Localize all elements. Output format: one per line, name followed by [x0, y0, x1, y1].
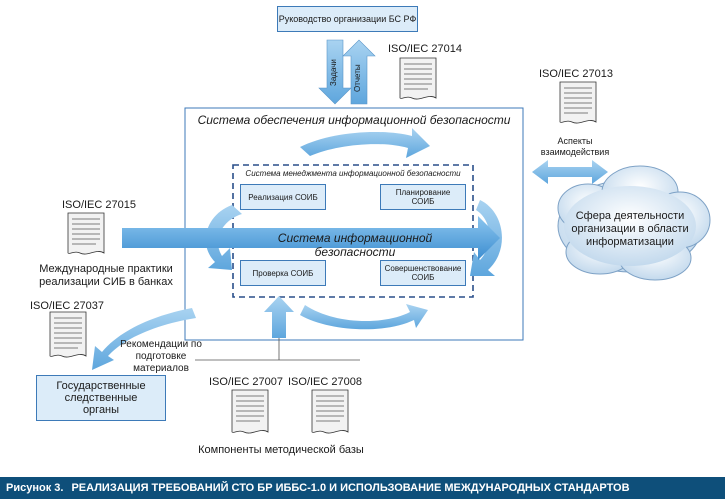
gov-bodies-box: Государственные следственные органы — [36, 375, 166, 421]
interaction-arrow — [532, 160, 608, 184]
std-27037-label: ISO/IEC 27037 — [30, 300, 104, 312]
caption-text: РЕАЛИЗАЦИЯ ТРЕБОВАНИЙ СТО БР ИББС-1.0 И … — [71, 482, 630, 494]
improve-label: Совершенствование СОИБ — [384, 264, 462, 282]
cloud-label: Сфера деятельности организации в области… — [571, 210, 689, 248]
doc-icon-27008 — [311, 389, 349, 434]
core-arrow — [122, 216, 500, 260]
check-label: Проверка СОИБ — [252, 268, 314, 278]
outer-system-title: Система обеспечения информационной безоп… — [197, 113, 511, 127]
realize-label: Реализация СОИБ — [248, 192, 318, 202]
std-27014-label: ISO/IEC 27014 — [388, 43, 462, 55]
reports-arrow — [342, 39, 376, 105]
mgmt-system-title: Система менеджмента информационной безоп… — [245, 169, 461, 178]
caption-number: Рисунок 3. — [6, 482, 64, 494]
reports-label: Отчеты — [353, 64, 362, 92]
std-27013-label: ISO/IEC 27013 — [539, 68, 613, 80]
std-27015-label: ISO/IEC 27015 — [62, 199, 136, 211]
intl-practices-label: Международные практики реализации СИБ в … — [39, 263, 173, 288]
std-27008-label: ISO/IEC 27008 — [288, 376, 362, 388]
outer-system-frame — [184, 107, 524, 341]
cycle-arrow-bottom — [300, 304, 428, 330]
tasks-label: Задачи — [329, 59, 338, 86]
gov-bodies-label: Государственные следственные органы — [56, 380, 146, 416]
cycle-arrow-right — [470, 200, 502, 276]
plan-box: Планирование СОИБ — [380, 184, 466, 210]
doc-icon-27007 — [231, 389, 269, 434]
improve-box: Совершенствование СОИБ — [380, 260, 466, 286]
plan-label: Планирование СОИБ — [395, 188, 451, 206]
doc-lines — [54, 63, 592, 422]
std-27007-label: ISO/IEC 27007 — [209, 376, 283, 388]
top-management-label: Руководство организации БС РФ — [278, 14, 417, 24]
figure-caption: Рисунок 3. РЕАЛИЗАЦИЯ ТРЕБОВАНИЙ СТО БР … — [0, 477, 725, 499]
check-box: Проверка СОИБ — [240, 260, 326, 286]
cycle-arrow-left — [205, 205, 242, 270]
recommendation-arrow — [92, 308, 196, 370]
aspects-label: Аспекты взаимодействия — [540, 136, 610, 157]
top-management-box: Руководство организации БС РФ — [277, 6, 418, 32]
recommendations-label: Рекомендации по подготовке материалов — [120, 339, 202, 374]
cycle-arrow-top — [300, 128, 430, 158]
cloud-shape — [557, 165, 711, 281]
components-label: Компоненты методической базы — [198, 444, 364, 456]
core-arrow-label: Система информационной безопасности — [277, 231, 433, 259]
methodology-arrow — [264, 296, 294, 338]
realize-box: Реализация СОИБ — [240, 184, 326, 210]
doc-icon-27037 — [49, 311, 87, 358]
